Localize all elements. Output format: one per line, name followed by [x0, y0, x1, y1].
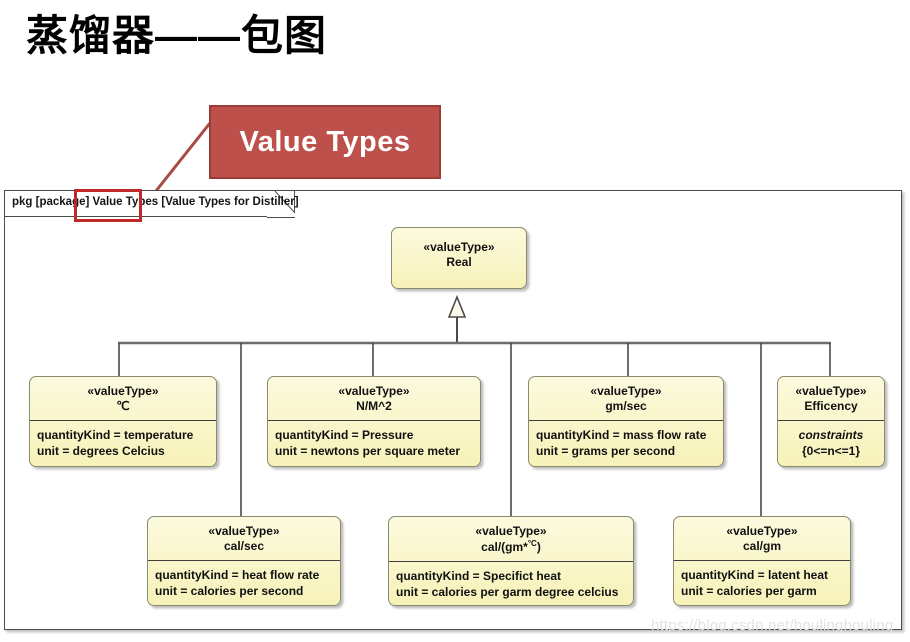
name-suffix: ) — [536, 540, 541, 554]
package-tab-suffix: [Value Types for Distiller] — [161, 196, 299, 208]
stereotype-label: «valueType» — [590, 384, 662, 398]
watermark-text: https://blog.csdn.net/houlinghouling — [651, 617, 894, 634]
constraint-expression: {0<=n<=1} — [801, 443, 861, 458]
value-type-header: «valueType» gm/sec — [529, 377, 723, 420]
attribute-row: unit = calories per garm degree celcius — [396, 584, 619, 599]
callout-label: Value Types — [239, 125, 411, 158]
value-type-attributes: quantityKind = latent heat unit = calori… — [674, 561, 850, 605]
value-type-attributes: quantityKind = temperature unit = degree… — [30, 421, 216, 465]
value-type-attributes: quantityKind = mass flow rate unit = gra… — [529, 421, 723, 465]
value-type-attributes: quantityKind = Pressure unit = newtons p… — [268, 421, 480, 465]
attribute-row: quantityKind = heat flow rate — [155, 568, 320, 582]
value-type-name: N/M^2 — [356, 399, 392, 413]
value-type-constraints: constraints {0<=n<=1} — [778, 421, 884, 465]
value-type-name: cal/sec — [223, 539, 265, 553]
compartment-divider — [529, 420, 723, 421]
page-title: 蒸馏器——包图 — [26, 12, 328, 59]
value-type-name: cal/gm — [742, 539, 781, 553]
value-type-header: «valueType» ℃ — [30, 377, 216, 420]
compartment-divider — [778, 420, 884, 421]
compartment-divider — [268, 420, 480, 421]
attribute-row: quantityKind = latent heat — [681, 568, 829, 582]
value-type-header: «valueType» Efficency — [778, 377, 884, 420]
compartment-divider — [674, 560, 850, 561]
attribute-row: quantityKind = mass flow rate — [536, 428, 707, 442]
value-type-name: Real — [446, 255, 472, 269]
attribute-row: quantityKind = temperature — [37, 428, 194, 442]
stereotype-label: «valueType» — [208, 524, 280, 538]
attribute-row: quantityKind = Specifict heat — [396, 569, 562, 583]
attribute-row: quantityKind = Pressure — [275, 428, 414, 442]
compartment-divider — [148, 560, 340, 561]
stereotype-label: «valueType» — [338, 384, 410, 398]
compartment-divider — [389, 561, 633, 562]
value-type-box-massflow[interactable]: «valueType» gm/sec quantityKind = mass f… — [528, 376, 724, 467]
compartment-divider — [30, 420, 216, 421]
value-type-box-real[interactable]: «valueType» Real — [391, 227, 527, 289]
package-frame: pkg [package] Value Types [Value Types f… — [4, 190, 902, 630]
value-type-name: ℃ — [116, 399, 130, 413]
stereotype-label: «valueType» — [475, 524, 547, 538]
value-type-name: Efficency — [804, 399, 858, 413]
value-type-name: cal/(gm*°C) — [395, 539, 627, 555]
value-type-attributes: quantityKind = heat flow rate unit = cal… — [148, 561, 340, 605]
value-type-header: «valueType» cal/(gm*°C) — [389, 517, 633, 561]
value-type-header: «valueType» cal/sec — [148, 517, 340, 560]
attribute-row: unit = degrees Celcius — [37, 443, 165, 458]
red-highlight-box — [74, 189, 142, 222]
package-tab-label: pkg [package] Value Types [Value Types f… — [12, 196, 299, 208]
value-type-name: gm/sec — [605, 399, 647, 413]
package-tab-prefix: pkg [package] — [12, 196, 90, 208]
value-type-box-efficency[interactable]: «valueType» Efficency constraints {0<=n<… — [777, 376, 885, 467]
attribute-row: unit = calories per second — [155, 583, 304, 598]
value-type-box-specificheat[interactable]: «valueType» cal/(gm*°C) quantityKind = S… — [388, 516, 634, 606]
name-prefix: cal/(gm* — [481, 540, 528, 554]
value-type-header: «valueType» N/M^2 — [268, 377, 480, 420]
stereotype-label: «valueType» — [423, 240, 495, 254]
package-header-tab — [5, 191, 295, 217]
value-type-box-latentheat[interactable]: «valueType» cal/gm quantityKind = latent… — [673, 516, 851, 606]
attribute-row: unit = newtons per square meter — [275, 443, 461, 458]
name-superscript: °C — [527, 539, 537, 548]
stereotype-label: «valueType» — [726, 524, 798, 538]
value-type-box-pressure[interactable]: «valueType» N/M^2 quantityKind = Pressur… — [267, 376, 481, 467]
attribute-row: unit = calories per garm — [681, 583, 817, 598]
value-type-box-celsius[interactable]: «valueType» ℃ quantityKind = temperature… — [29, 376, 217, 467]
stereotype-label: «valueType» — [87, 384, 159, 398]
stereotype-label: «valueType» — [795, 384, 867, 398]
value-type-header: «valueType» cal/gm — [674, 517, 850, 560]
callout-value-types: Value Types — [209, 105, 441, 179]
value-type-header: «valueType» Real — [392, 228, 526, 276]
value-type-box-heatflow[interactable]: «valueType» cal/sec quantityKind = heat … — [147, 516, 341, 606]
constraints-label: constraints — [798, 428, 864, 442]
attribute-row: unit = grams per second — [536, 443, 676, 458]
value-type-attributes: quantityKind = Specifict heat unit = cal… — [389, 562, 633, 605]
